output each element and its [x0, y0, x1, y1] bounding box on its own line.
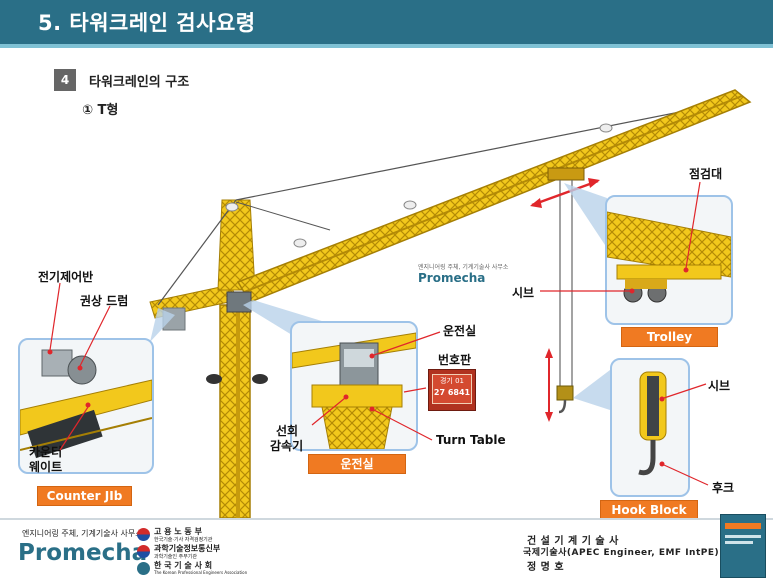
- label-electrical-panel: 전기제어반: [38, 270, 94, 284]
- page-title: 5. 타워크레인 검사요령: [38, 11, 256, 35]
- korea-emblem-icon: [137, 528, 150, 541]
- label-inspection-deck: 점검대: [689, 167, 723, 181]
- tag-hook-block: Hook Block: [600, 500, 698, 520]
- footer-org1-sub: 한국기술·기사 자격검정기관: [154, 537, 213, 543]
- label-turn-table: Turn Table: [436, 433, 506, 447]
- footer-org1-title: 고 용 노 동 부: [154, 527, 202, 536]
- trolley-panel: [605, 195, 733, 325]
- tag-operator-room: 운전실: [308, 454, 406, 474]
- tag-counter-jib: Counter JIb: [37, 486, 132, 506]
- trolley-unit: [547, 167, 585, 181]
- tag-trolley: Trolley: [621, 327, 718, 347]
- section-title: 타워크레인의 구조: [89, 75, 190, 90]
- header-stripe: [0, 44, 773, 48]
- number-plate-line1: 경기 01: [439, 377, 464, 385]
- hook-block-panel: [610, 358, 690, 497]
- label-sheave-trolley: 시브: [512, 286, 535, 300]
- label-counterweight-line1: 카운터: [29, 445, 63, 459]
- section-subtitle: ① T형: [82, 103, 119, 118]
- footer-right-line2: 국제기술사(APEC Engineer, EMF IntPE): [523, 548, 720, 558]
- label-operator-room: 운전실: [443, 324, 477, 338]
- operator-room-panel: [290, 321, 418, 451]
- footer-org2-sub: 과학기술인 주무기관: [154, 554, 197, 560]
- center-watermark-logo: Promecha: [418, 271, 486, 285]
- label-slewing-line2: 감속기: [270, 439, 304, 453]
- label-counterweight-line2: 웨이트: [29, 460, 63, 474]
- tower-mast: [219, 304, 251, 519]
- footer-divider: [0, 518, 773, 520]
- label-hook: 후크: [712, 481, 735, 495]
- footer-org2-title: 과학기술정보통신부: [154, 544, 221, 553]
- kpea-emblem-icon: [137, 562, 150, 575]
- footer-right-line3: 정 명 호: [527, 562, 565, 573]
- label-winding-drum: 권상 드럼: [80, 294, 129, 308]
- number-plate-image: 경기 01 27 6841: [428, 369, 476, 411]
- korea-emblem-icon-2: [137, 545, 150, 558]
- book-cover-image: [720, 514, 766, 578]
- footer-brand-logo: Promecha: [18, 540, 148, 566]
- footer-org3-title: 한 국 기 술 사 회: [154, 561, 213, 570]
- label-number-plate: 번호판: [438, 353, 472, 367]
- number-plate-line2: 27 6841: [433, 388, 471, 397]
- section-number-badge: 4: [54, 69, 76, 91]
- footer-office-text: 엔지니어링 주체, 기계기술사 사무소: [22, 529, 143, 538]
- footer-right-line1: 건 설 기 계 기 술 사: [527, 536, 619, 547]
- header-bar: 5. 타워크레인 검사요령: [0, 0, 773, 44]
- label-slewing-line1: 선회: [276, 424, 299, 438]
- label-sheave-hook: 시브: [708, 379, 731, 393]
- center-watermark-text: 엔지니어링 주체, 기계기술사 사무소: [418, 264, 509, 271]
- footer-org3-sub: The Korean Professional Engineers Associ…: [154, 570, 248, 575]
